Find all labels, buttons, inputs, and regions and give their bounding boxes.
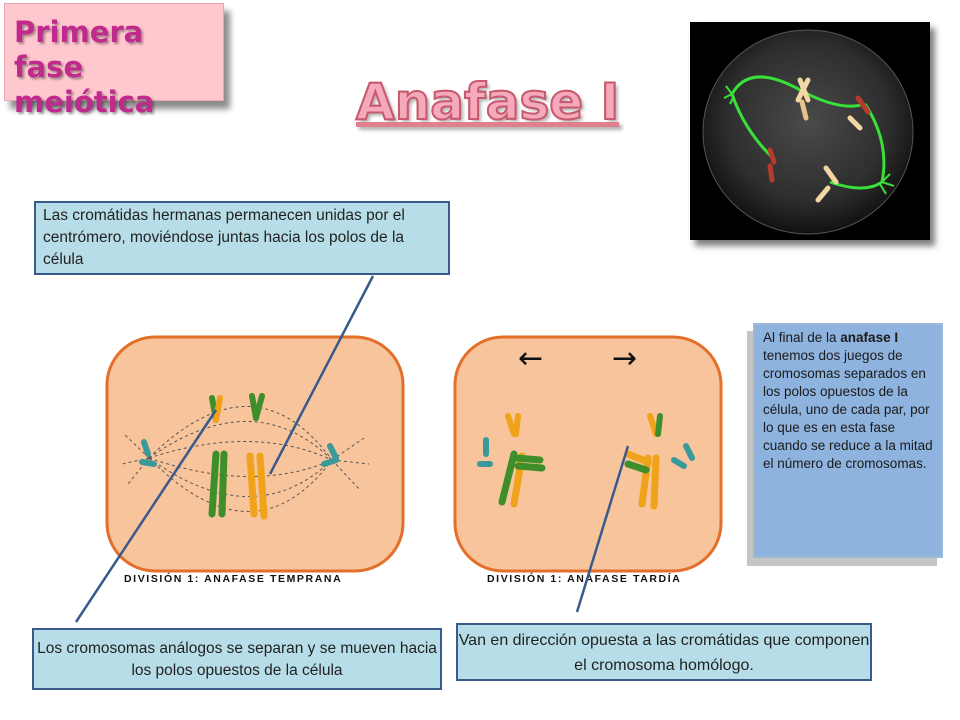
side-note-bold: anafase I — [840, 330, 899, 345]
main-title: Anafase I — [355, 73, 620, 131]
late-anaphase-diagram: ← → — [453, 335, 723, 573]
side-note-prefix: Al final de la — [763, 330, 841, 345]
phase-badge: Primera fase meiótica — [4, 3, 224, 119]
anaphase-micrograph — [690, 22, 930, 240]
early-anaphase-diagram — [105, 335, 405, 573]
early-cell — [105, 335, 405, 573]
callout-homologs-separate: Los cromosomas análogos se separan y se … — [32, 628, 442, 690]
micrograph-image — [690, 22, 930, 240]
left-arrow-icon: ← — [518, 341, 543, 376]
late-anaphase-caption: DIVISIÓN 1: ANAFASE TARDÍA — [487, 573, 682, 585]
late-chromosomes — [477, 413, 695, 510]
callout-opposite-direction: Van en dirección opuesta a las cromátida… — [456, 623, 872, 681]
side-note: Al final de la anafase I tenemos dos jue… — [753, 323, 943, 558]
right-arrow-icon: → — [612, 341, 637, 376]
side-note-suffix: tenemos dos juegos de cromosomas separad… — [763, 348, 933, 471]
phase-title: Primera fase meiótica — [14, 15, 155, 119]
callout-sister-chromatids: Las cromátidas hermanas permanecen unida… — [34, 201, 450, 275]
early-anaphase-caption: DIVISIÓN 1: ANAFASE TEMPRANA — [124, 573, 343, 585]
late-cell — [453, 335, 723, 573]
